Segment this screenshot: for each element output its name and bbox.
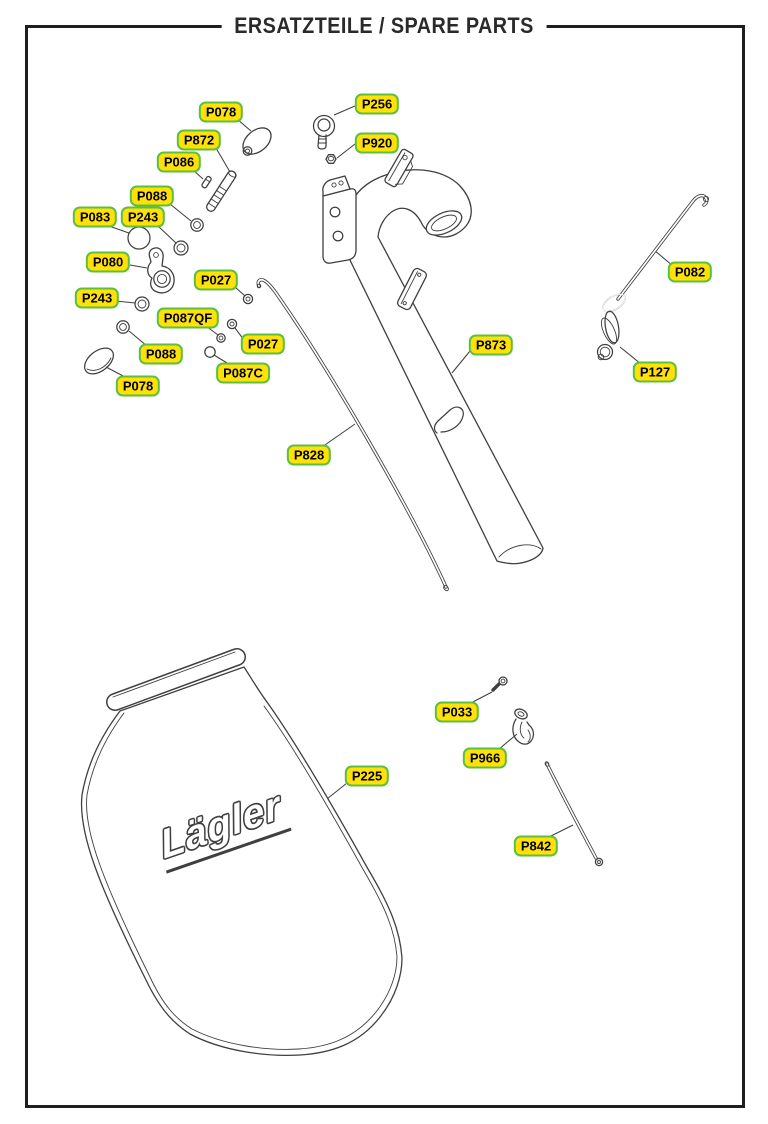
part-label-p127: P127 (632, 361, 678, 383)
suction-tube-drawing (322, 148, 544, 565)
part-label-p027-1: P027 (193, 269, 239, 291)
part-label-p082: P082 (667, 261, 713, 283)
ring-p088-bottom (116, 320, 130, 334)
part-label-p088-2: P088 (138, 343, 184, 365)
oval-cap-p078-bottom (83, 347, 115, 375)
part-label-p872: P872 (176, 129, 222, 151)
disc-p083 (127, 226, 151, 250)
eye-bolt-p256 (312, 114, 336, 150)
tube-hook-wire (433, 406, 464, 434)
mount-bracket (322, 175, 357, 264)
part-label-p828: P828 (286, 444, 332, 466)
part-label-p256: P256 (354, 93, 400, 115)
rod-p842-drawing (544, 761, 604, 867)
screw-p086 (201, 175, 212, 189)
rod-p828-drawing (256, 278, 449, 592)
screw-p033 (491, 676, 508, 692)
tube-plate (396, 267, 428, 311)
nut-p027-bottom (226, 318, 238, 330)
dust-bag-drawing (80, 648, 403, 1056)
part-label-p078-1: P078 (198, 101, 244, 123)
tube-clamp (384, 148, 414, 188)
key-rings-p127 (596, 310, 620, 361)
rod-p082-drawing (602, 193, 710, 313)
threaded-rod-p872 (206, 170, 237, 212)
nut-p027-top (242, 293, 254, 305)
part-label-p088-1: P088 (129, 185, 175, 207)
part-label-p087qf: P087QF (156, 307, 220, 329)
part-label-p920: P920 (354, 132, 400, 154)
nut-p087qf (216, 333, 226, 343)
part-label-p033: P033 (434, 701, 480, 723)
page-title: ERSATZTEILE / SPARE PARTS (221, 13, 547, 39)
part-label-p842: P842 (513, 835, 559, 857)
part-label-p083: P083 (72, 206, 118, 228)
part-label-p243-2: P243 (74, 287, 120, 309)
ring-p243-bottom (134, 296, 150, 312)
latch-p080 (147, 247, 175, 294)
part-label-p225: P225 (344, 765, 390, 787)
part-label-p243-1: P243 (120, 206, 166, 228)
part-label-p873: P873 (468, 334, 514, 356)
part-label-p087c: P087C (216, 362, 270, 384)
knob-p078-top (242, 127, 272, 156)
clip-p966 (512, 708, 535, 745)
part-label-p078-2: P078 (115, 375, 161, 397)
part-label-p966: P966 (462, 747, 508, 769)
ring-p243-top (173, 240, 189, 256)
ring-p088-top (190, 218, 204, 232)
part-label-p080: P080 (85, 251, 131, 273)
washer-p087c (204, 346, 216, 358)
part-label-p027-2: P027 (240, 333, 286, 355)
bag-collar (106, 648, 246, 711)
part-label-p086: P086 (156, 151, 202, 173)
nut-p920 (325, 154, 337, 164)
